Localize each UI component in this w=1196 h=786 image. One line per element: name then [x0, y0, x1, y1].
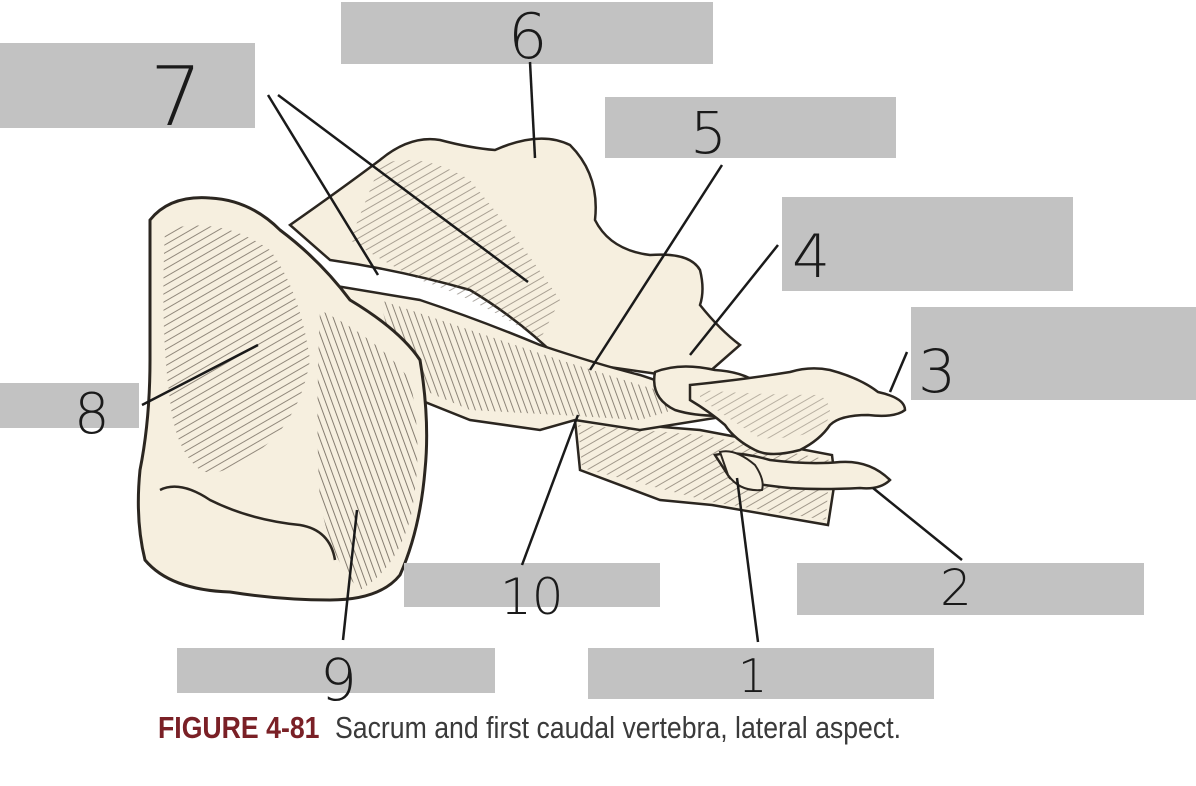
label-10: 10 — [500, 568, 564, 626]
leader-8 — [141, 343, 259, 407]
leader-9 — [341, 509, 359, 641]
leader-7a — [266, 94, 380, 276]
leader-lines — [141, 61, 963, 643]
label-box-2[interactable] — [797, 563, 1144, 615]
label-boxes — [0, 2, 1196, 699]
leader-4 — [689, 244, 779, 356]
label-box-5[interactable] — [605, 97, 896, 158]
label-9: 9 — [320, 646, 357, 714]
auricular-surface-rim — [159, 485, 337, 561]
handwritten-numbers: 6 7 5 4 3 8 10 2 9 1 — [74, 0, 972, 714]
label-box-3[interactable] — [911, 307, 1196, 400]
label-8: 8 — [74, 382, 110, 447]
leader-6 — [528, 61, 537, 159]
label-box-8[interactable] — [0, 383, 139, 428]
label-box-7[interactable] — [0, 43, 255, 128]
label-2: 2 — [940, 559, 972, 617]
label-box-9[interactable] — [177, 648, 495, 693]
bone-illustration — [136, 137, 907, 602]
label-5: 5 — [690, 99, 727, 167]
label-box-1[interactable] — [588, 648, 934, 699]
label-box-6[interactable] — [341, 2, 713, 64]
leader-5 — [588, 164, 724, 371]
leader-10 — [520, 414, 580, 566]
leader-2 — [872, 487, 963, 561]
leader-7b — [277, 93, 529, 284]
label-7: 7 — [150, 50, 202, 145]
figure-caption-text: Sacrum and first caudal vertebra, latera… — [334, 710, 902, 745]
leader-1 — [735, 477, 760, 643]
label-3: 3 — [918, 337, 956, 407]
figure-caption: FIGURE 4-81 Sacrum and first caudal verte… — [158, 710, 901, 746]
label-1: 1 — [738, 649, 767, 703]
label-4: 4 — [792, 222, 830, 292]
figure-number: FIGURE 4-81 — [158, 710, 320, 745]
leader-3 — [888, 351, 909, 393]
label-box-10[interactable] — [404, 563, 660, 607]
label-box-4[interactable] — [782, 197, 1073, 291]
label-6: 6 — [508, 0, 547, 73]
